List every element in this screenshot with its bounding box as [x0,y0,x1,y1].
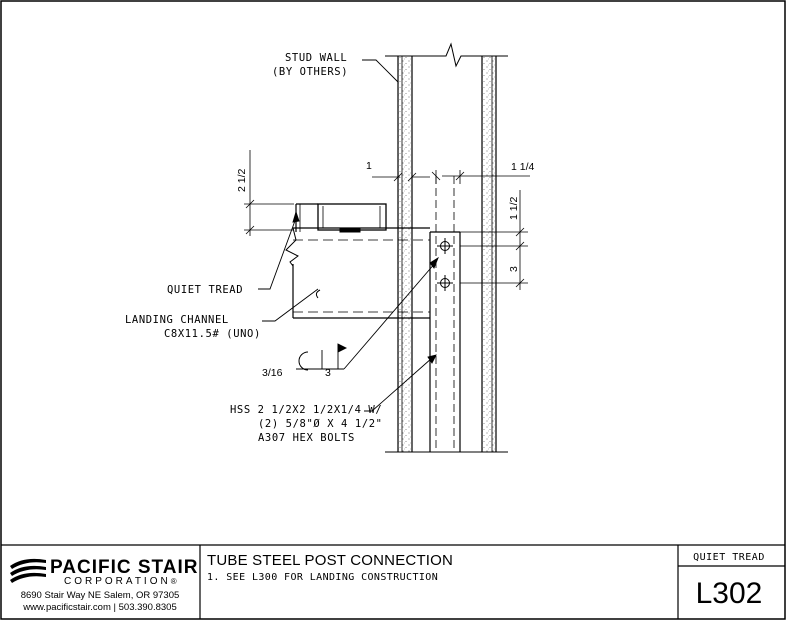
landing-channel [285,227,430,319]
leader-lines [258,59,439,412]
dim-1-1-2: 1 1/2 [508,196,520,220]
hss-post [429,176,461,452]
weld-length-text: 3 [325,367,331,379]
company-web-phone: www.pacificstair.com | 503.390.8305 [23,602,177,613]
dimension-lines [244,150,530,290]
company-address: 8690 Stair Way NE Salem, OR 97305 [20,590,180,601]
drawing-category: QUIET TREAD [693,552,765,563]
label-by-others: (BY OTHERS) [272,66,349,78]
label-stud-wall: STUD WALL [285,52,348,64]
registered-mark: ® [170,577,177,586]
label-channel-size: C8x11.5# (UNO) [164,328,261,340]
bolt-upper [437,238,453,254]
dim-2-1-2: 2 1/2 [236,168,248,192]
dim-3: 3 [508,266,520,272]
label-landing-channel: LANDING CHANNEL [125,314,229,326]
company-name: PACIFIC STAIR [50,557,199,578]
drawing-title: TUBE STEEL POST CONNECTION [207,552,454,569]
sheet-number: L302 [695,577,763,610]
label-hss-line2: (2) 5/8"ø x 4 1/2" [258,418,383,430]
company-logo-icon [10,558,46,583]
stud-wall [385,42,508,453]
label-hss-line1: HSS 2 1/2x2 1/2x1/4 W/ [230,404,383,416]
weld-size-text: 3/16 [262,367,283,379]
company-subtitle: CORPORATION® [64,576,177,587]
drawing-note: 1. SEE L300 FOR LANDING CONSTRUCTION [207,572,439,583]
dim-1: 1 [366,160,372,172]
dim-1-1-4: 1 1/4 [511,161,535,173]
label-quiet-tread: QUIET TREAD [167,284,244,296]
title-block-lines [1,544,785,619]
label-hss-line3: A307 HEX BOLTS [258,432,355,444]
quiet-tread [295,203,387,233]
bolt-lower [437,275,453,291]
